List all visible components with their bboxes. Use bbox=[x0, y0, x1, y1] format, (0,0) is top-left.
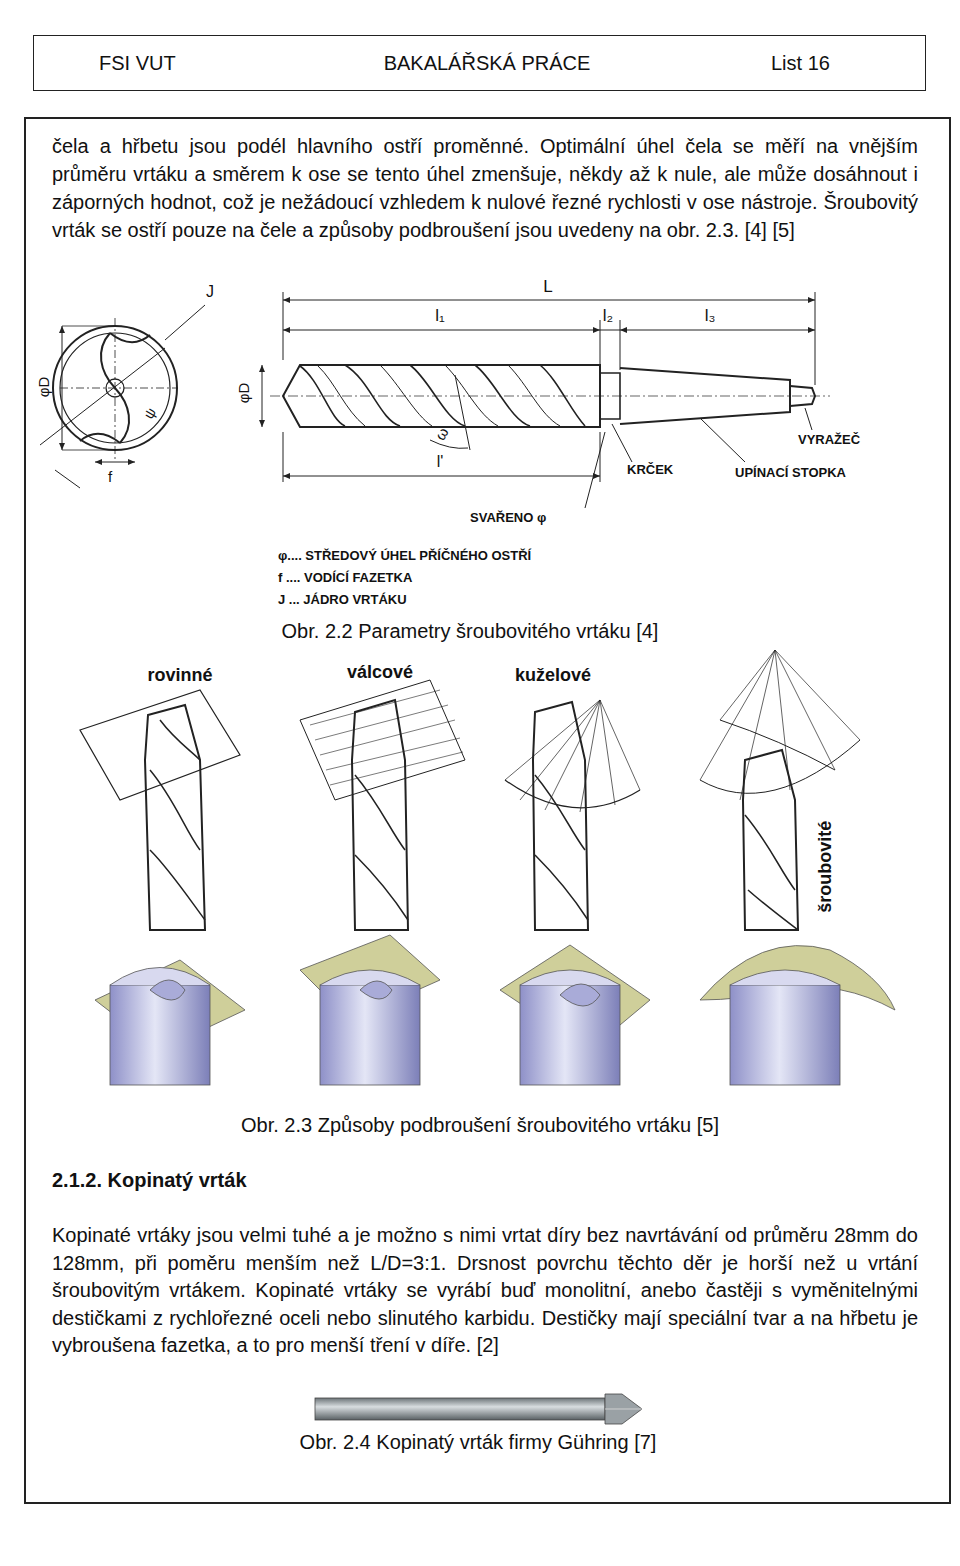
dimension-label: l₃ bbox=[705, 306, 716, 326]
legend-note: J ... JÁDRO VRTÁKU bbox=[278, 592, 407, 608]
legend-note: φ.... STŘEDOVÝ ÚHEL PŘÍČNÉHO OSTŘÍ bbox=[278, 548, 531, 564]
dimension-label: φD bbox=[235, 383, 253, 404]
figure-caption: Obr. 2.3 Způsoby podbroušení šroubovitéh… bbox=[241, 1113, 719, 1137]
method-title: šroubovité bbox=[815, 821, 837, 913]
header-text: List 16 bbox=[771, 52, 830, 75]
figure-caption: Obr. 2.2 Parametry šroubovitého vrtáku [… bbox=[282, 619, 659, 643]
part-name: KRČEK bbox=[627, 462, 673, 478]
dimension-label: l₂ bbox=[603, 306, 613, 326]
body-paragraph: Kopinaté vrtáky jsou velmi tuhé a je mož… bbox=[52, 1222, 918, 1360]
part-letter: J bbox=[206, 282, 214, 301]
legend-note: f .... VODÍCÍ FAZETKA bbox=[278, 570, 412, 586]
dimension-label: φD bbox=[35, 377, 53, 398]
part-name: VYRAŽEČ bbox=[798, 432, 860, 448]
page-header-box: FSI VUT BAKALÁŘSKÁ PRÁCE List 16 bbox=[33, 35, 926, 91]
header-text: BAKALÁŘSKÁ PRÁCE bbox=[384, 52, 591, 75]
method-title: rovinné bbox=[147, 665, 212, 687]
body-paragraph: čela a hřbetu jsou podél hlavního ostří … bbox=[52, 132, 918, 244]
figure-caption: Obr. 2.4 Kopinatý vrták firmy Gühring [7… bbox=[300, 1430, 657, 1454]
dimension-label: l' bbox=[437, 452, 444, 471]
dimension-label: L bbox=[543, 277, 552, 297]
method-title: válcové bbox=[347, 662, 413, 684]
method-title: kuželové bbox=[515, 665, 591, 687]
dimension-label: f bbox=[108, 468, 112, 486]
dimension-label: l₁ bbox=[435, 306, 445, 326]
part-name: SVAŘENO φ bbox=[470, 510, 546, 526]
header-text: FSI VUT bbox=[99, 52, 176, 75]
section-heading: 2.1.2. Kopinatý vrták bbox=[52, 1168, 247, 1192]
angle-label: ψ bbox=[140, 405, 160, 422]
part-name: UPÍNACÍ STOPKA bbox=[735, 465, 846, 481]
